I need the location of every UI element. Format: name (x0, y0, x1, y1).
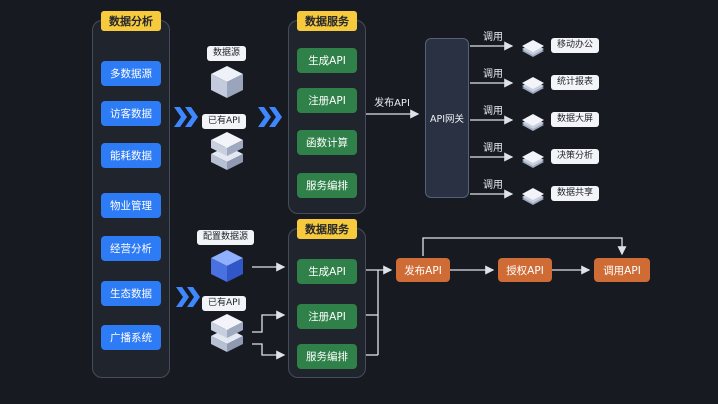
service-panel-top: 数据服务 生成API 注册API 函数计算 服务编排 (288, 11, 366, 214)
call-label: 调用 (483, 143, 503, 154)
source-label: 数据源 (207, 46, 247, 61)
service-panel-bottom: 数据服务 生成API 注册API 服务编排 (288, 219, 366, 378)
analysis-panel: 数据分析 多数据源 访客数据 能耗数据 物业管理 经营分析 生态数据 广播系统 (92, 11, 170, 378)
consumer-decision: 决策分析 (551, 149, 600, 164)
configure-source-label: 配置数据源 (197, 230, 255, 245)
analysis-item-business: 经营分析 (101, 236, 161, 261)
connector-server-to-orchestrate (252, 343, 286, 360)
step-authorize-api: 授权API (498, 258, 552, 282)
api-gateway: API网关 (425, 38, 469, 198)
call-label: 调用 (483, 32, 503, 43)
service-top-function: 函数计算 (297, 130, 357, 155)
server-stack-icon (211, 132, 243, 170)
connector-publish-bypass-invoke (422, 237, 627, 256)
service-top-generate: 生成API (297, 48, 357, 73)
analysis-item-broadcast: 广播系统 (101, 325, 161, 350)
service-top-register: 注册API (297, 88, 357, 113)
double-chevron-right-icon (174, 107, 198, 127)
double-chevron-right-icon (258, 107, 282, 127)
database-cube-icon (211, 66, 243, 98)
data-share-icon (522, 188, 544, 205)
call-label: 调用 (483, 69, 503, 80)
step-invoke-api: 调用API (594, 258, 650, 282)
service-panel-top-header: 数据服务 (297, 11, 357, 31)
existing-api-label: 已有API (202, 296, 247, 311)
consumer-dashboard: 数据大屏 (551, 112, 600, 127)
analysis-item-energy: 能耗数据 (101, 143, 161, 168)
service-bottom-register: 注册API (297, 304, 357, 329)
call-label: 调用 (483, 180, 503, 191)
analysis-item-visitor: 访客数据 (101, 101, 161, 126)
service-panel-bottom-header: 数据服务 (297, 219, 357, 239)
service-bottom-orchestrate: 服务编排 (297, 344, 357, 369)
service-top-orchestrate: 服务编排 (297, 173, 357, 198)
double-chevron-right-icon (176, 287, 200, 307)
mobile-office-icon (522, 40, 544, 57)
analysis-item-multisource: 多数据源 (101, 61, 161, 86)
analysis-item-ecology: 生态数据 (101, 281, 161, 306)
decision-analysis-icon (522, 151, 544, 168)
call-label: 调用 (483, 106, 503, 117)
server-stack-icon (211, 314, 243, 352)
publish-api-label: 发布API (374, 98, 410, 109)
consumer-mobile-office: 移动办公 (551, 38, 600, 53)
report-icon (522, 77, 544, 94)
existing-api-label: 已有API (202, 114, 247, 129)
dashboard-screen-icon (522, 114, 544, 131)
consumer-share: 数据共享 (551, 186, 600, 201)
step-publish-api: 发布API (396, 258, 450, 282)
analysis-item-property: 物业管理 (101, 193, 161, 218)
database-cube-blue-icon (211, 250, 243, 282)
connector-server-to-register (252, 310, 286, 333)
analysis-panel-header: 数据分析 (101, 11, 161, 31)
consumer-report: 统计报表 (551, 75, 600, 90)
service-bottom-generate: 生成API (297, 259, 357, 284)
